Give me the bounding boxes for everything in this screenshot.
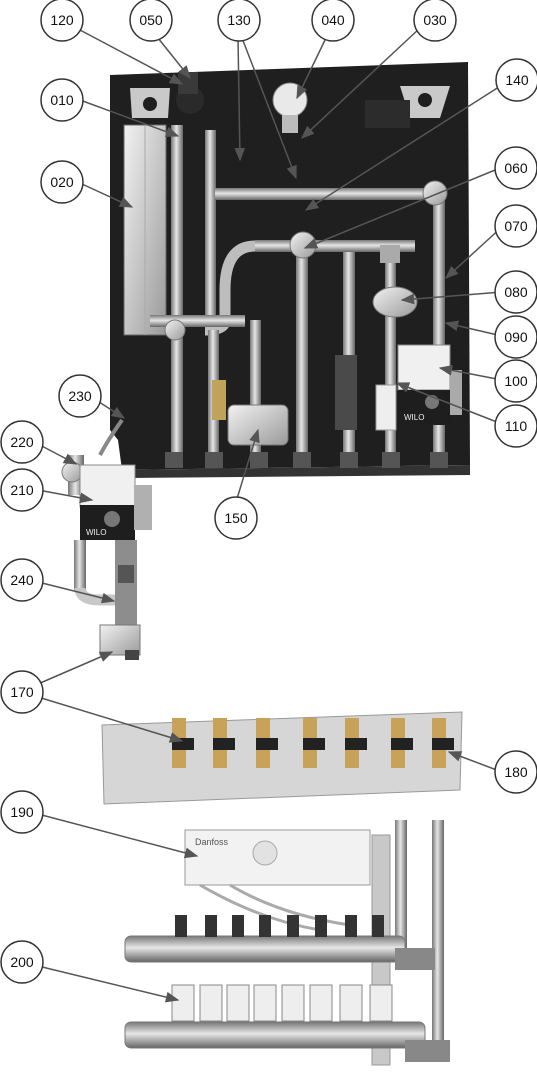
callout-060: 060 — [494, 146, 537, 190]
leader-020 — [81, 183, 134, 208]
leader-130a — [234, 37, 246, 162]
callout-label-060: 060 — [504, 160, 528, 176]
floor-heating-manifold: Danfoss — [124, 820, 450, 1066]
callout-100: 100 — [494, 359, 537, 403]
leader-070 — [445, 225, 504, 279]
callout-020: 020 — [40, 160, 84, 204]
callout-label-230: 230 — [68, 388, 92, 404]
leader-190 — [37, 813, 199, 859]
callout-label-190: 190 — [10, 804, 34, 820]
callout-label-040: 040 — [321, 12, 345, 28]
leader-030 — [301, 27, 421, 139]
callout-label-140: 140 — [505, 72, 529, 88]
callout-label-070: 070 — [504, 218, 528, 234]
callout-label-050: 050 — [139, 12, 163, 28]
callout-label-240: 240 — [10, 572, 34, 588]
callout-label-210: 210 — [10, 482, 34, 498]
leader-040 — [296, 37, 327, 100]
callout-070: 070 — [494, 204, 537, 248]
callout-040: 040 — [311, 0, 355, 42]
callout-030: 030 — [413, 0, 457, 42]
callout-label-220: 220 — [10, 434, 34, 450]
leader-210 — [37, 489, 94, 504]
callout-090: 090 — [494, 315, 537, 359]
callout-label-110: 110 — [505, 418, 528, 434]
leader-090 — [444, 320, 503, 337]
pump-brand-upper: WILO — [404, 413, 424, 422]
callout-050: 050 — [129, 0, 173, 42]
callout-080: 080 — [494, 270, 537, 314]
ball-valve-rail — [101, 711, 463, 805]
leader-200 — [37, 965, 180, 1003]
callout-190: 190 — [0, 790, 44, 834]
leader-120 — [79, 29, 184, 85]
callout-label-170: 170 — [10, 684, 34, 700]
pump-brand-lower: WILO — [86, 528, 106, 537]
leader-140 — [304, 84, 503, 211]
leader-110 — [395, 382, 503, 425]
leader-180 — [447, 751, 503, 773]
bottom-connections — [165, 452, 448, 468]
leader-010 — [79, 99, 180, 137]
mixing-pump-group: WILO — [61, 418, 152, 660]
callout-130: 130 — [217, 0, 261, 42]
callout-label-010: 010 — [50, 92, 74, 108]
callout-label-100: 100 — [504, 373, 528, 389]
leader-060 — [303, 167, 501, 249]
callout-220: 220 — [0, 420, 44, 464]
leader-150 — [235, 428, 260, 503]
callout-label-120: 120 — [50, 12, 74, 28]
controller-brand: Danfoss — [195, 837, 229, 847]
callout-label-030: 030 — [423, 12, 447, 28]
callout-label-200: 200 — [10, 954, 34, 970]
callout-150: 150 — [214, 496, 258, 540]
callout-200: 200 — [0, 940, 44, 984]
leader-220 — [37, 443, 78, 465]
callout-label-090: 090 — [504, 329, 528, 345]
callouts: 120 050 130 040 030 010 140 020 060 070 … — [0, 0, 537, 984]
insulation-board — [110, 62, 470, 478]
plate-heat-exchanger — [123, 124, 167, 336]
callout-240: 240 — [0, 558, 44, 602]
leader-170b — [37, 696, 184, 743]
leader-130b — [241, 37, 297, 180]
leader-170a — [37, 651, 114, 685]
callout-210: 210 — [0, 468, 44, 512]
callout-label-150: 150 — [224, 510, 248, 526]
leader-100 — [438, 365, 503, 381]
callout-180: 180 — [494, 750, 537, 794]
leader-lines — [37, 27, 504, 1003]
callout-230: 230 — [58, 374, 102, 418]
callout-010: 010 — [40, 78, 84, 122]
leader-240 — [37, 581, 116, 604]
leader-080 — [400, 291, 503, 305]
callout-170: 170 — [0, 670, 44, 714]
callout-110: 110 — [494, 404, 537, 448]
callout-120: 120 — [40, 0, 84, 42]
leader-230 — [95, 399, 126, 419]
leader-050 — [157, 37, 191, 80]
callout-label-130: 130 — [227, 12, 251, 28]
callout-140: 140 — [495, 58, 537, 102]
callout-label-080: 080 — [504, 284, 528, 300]
callout-label-020: 020 — [50, 174, 74, 190]
callout-label-180: 180 — [504, 764, 528, 780]
